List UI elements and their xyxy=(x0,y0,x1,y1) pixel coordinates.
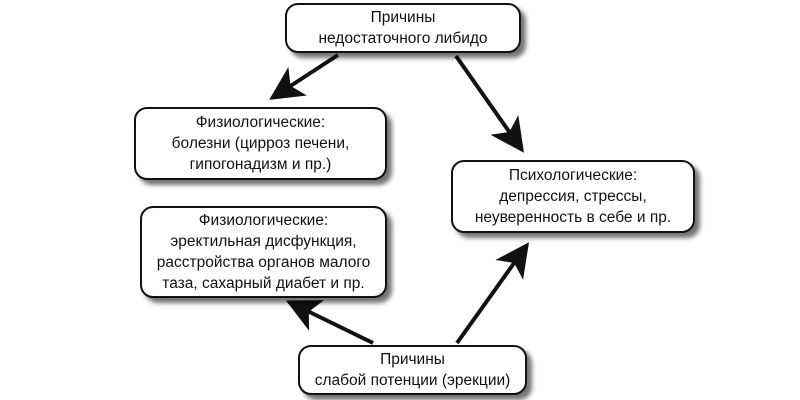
node-causes-weak-potency: Причины слабой потенции (эрекции) xyxy=(298,345,527,395)
arrow-bottom-to-psycho xyxy=(455,242,529,345)
node-heading: Психологические: xyxy=(508,167,638,184)
node-physiological-libido: Физиологические: болезни (цирроз печени,… xyxy=(134,107,387,180)
node-line: слабой потенции (эрекции) xyxy=(314,372,511,389)
node-heading: Физиологические: xyxy=(198,212,329,229)
node-heading: Физиологические: xyxy=(195,114,326,131)
node-line: расстройства органов малого xyxy=(156,254,371,271)
node-physiological-erection: Физиологические: эректильная дисфункция,… xyxy=(140,206,387,298)
node-line: болезни (цирроз печени, xyxy=(171,135,350,152)
arrow-bottom-to-physio-erection xyxy=(285,300,374,345)
arrow-top-to-physio-libido xyxy=(269,53,340,100)
node-causes-low-libido: Причины недостаточного либидо xyxy=(285,3,521,53)
node-line: гипогонадизм и пр.) xyxy=(189,156,332,173)
arrow-top-to-psycho xyxy=(454,54,524,153)
node-line: Причины xyxy=(370,9,436,26)
node-line: недостаточного либидо xyxy=(318,30,488,47)
node-line: эректильная дисфункция, xyxy=(170,233,357,250)
node-line: Причины xyxy=(380,351,445,368)
node-line: таза, сахарный диабет и пр. xyxy=(162,275,365,292)
node-line: депрессия, стрессы, xyxy=(499,188,647,205)
node-psychological: Психологические: депрессия, стрессы, неу… xyxy=(451,160,695,233)
node-line: неуверенность в себе и пр. xyxy=(474,209,672,226)
